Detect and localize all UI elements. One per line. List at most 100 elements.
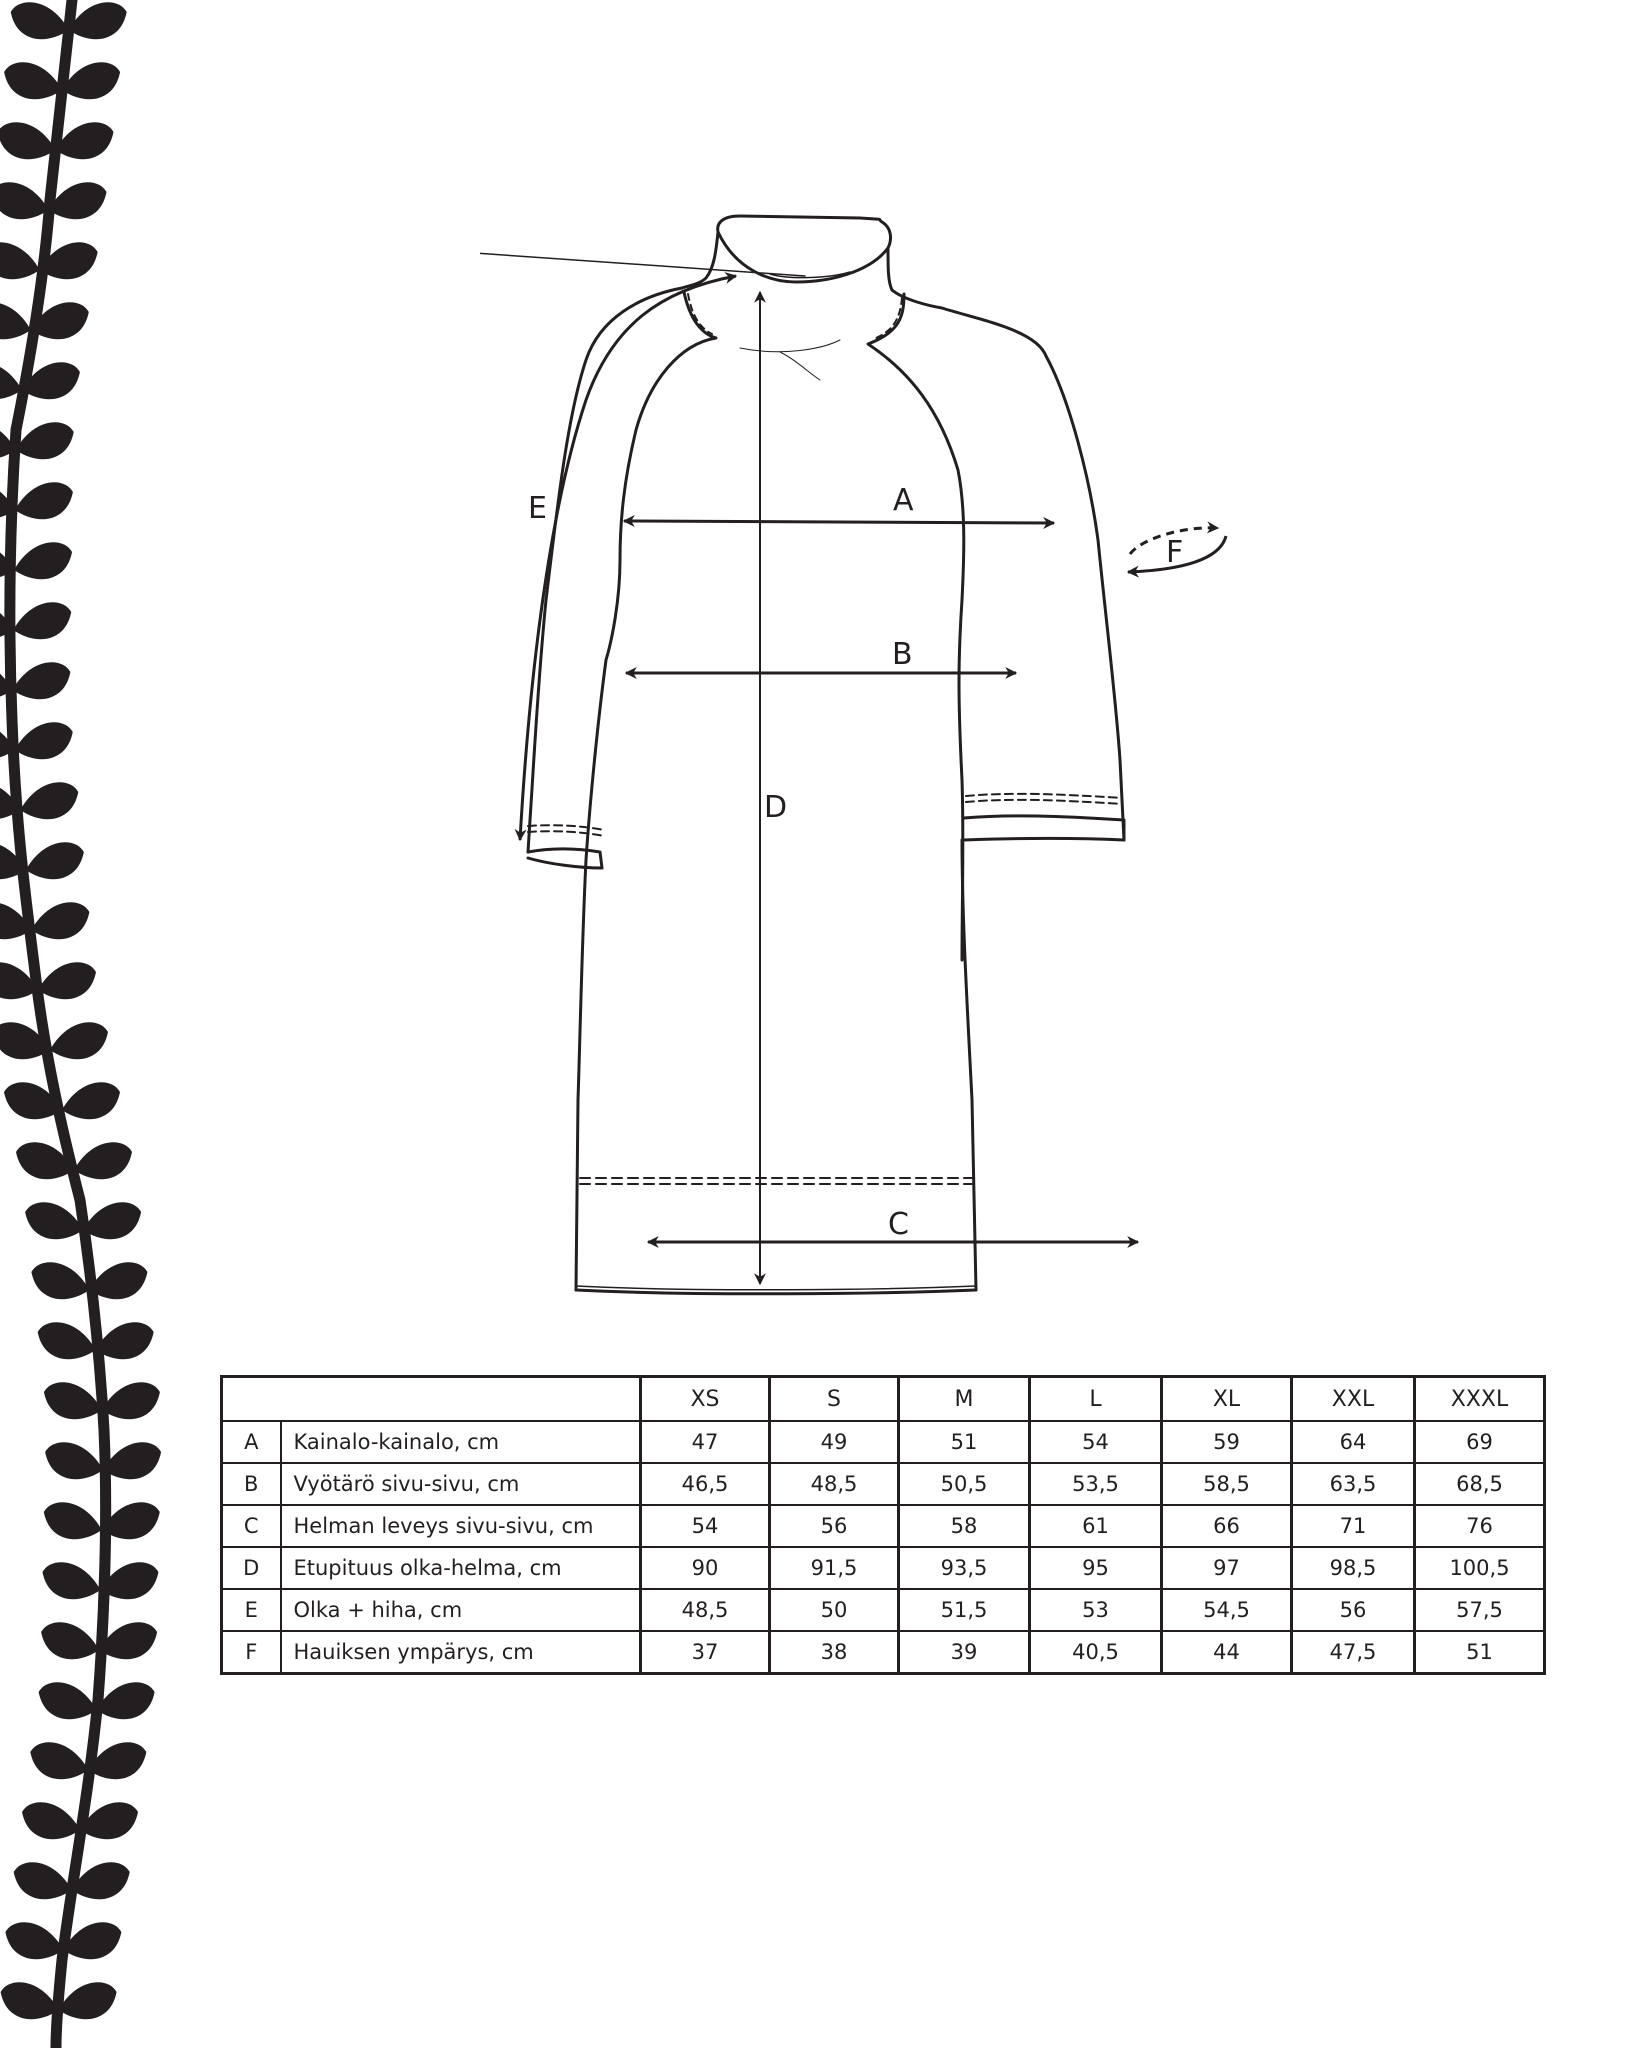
measurement-key: B	[220, 1462, 282, 1506]
vine-stem	[4, 0, 112, 2048]
leaf-icon	[31, 902, 90, 940]
leaf-icon	[43, 1502, 102, 1540]
leaf-icon	[55, 122, 114, 160]
measurement-key: F	[220, 1630, 282, 1675]
measurement-value: 71	[1290, 1504, 1416, 1548]
leaf-icon	[39, 242, 98, 280]
leaf-icon	[31, 1262, 90, 1300]
measurement-key: A	[220, 1420, 282, 1464]
leaf-icon	[4, 62, 63, 100]
left-sleeve-outer	[526, 286, 684, 854]
size-header-l: L	[1028, 1375, 1163, 1422]
measurement-value: 66	[1160, 1504, 1293, 1548]
size-header-xl: XL	[1160, 1375, 1293, 1422]
measurement-value: 44	[1160, 1630, 1293, 1675]
leaf-icon	[10, 2, 69, 40]
leaf-icon	[45, 1442, 104, 1480]
measurement-value: 54	[1028, 1420, 1163, 1464]
leaf-icon	[71, 1862, 130, 1900]
measurement-value: 51,5	[897, 1588, 1031, 1632]
leaf-icon	[14, 722, 73, 760]
leaf-icon	[101, 1502, 160, 1540]
measurement-value: 100,5	[1413, 1546, 1546, 1590]
measurement-value: 97	[1160, 1546, 1293, 1590]
leaf-icon	[99, 1622, 158, 1660]
label-b: B	[892, 637, 913, 672]
measurement-value: 64	[1290, 1420, 1416, 1464]
measurement-value: 51	[897, 1420, 1031, 1464]
measurement-value: 48,5	[768, 1462, 900, 1506]
leaf-icon	[58, 1982, 117, 2020]
measurement-value: 63,5	[1290, 1462, 1416, 1506]
measurement-value: 49	[768, 1420, 900, 1464]
leaf-icon	[38, 962, 96, 1000]
leaf-icon	[0, 303, 31, 340]
measurement-value: 58	[897, 1504, 1031, 1548]
measurement-value: 68,5	[1413, 1462, 1546, 1506]
size-header-xxl: XXL	[1290, 1375, 1416, 1422]
label-e: E	[528, 491, 547, 526]
measurement-value: 98,5	[1290, 1546, 1416, 1590]
leaf-icon	[88, 1742, 147, 1780]
leaf-icon	[12, 662, 71, 700]
leaf-icon	[13, 1862, 72, 1900]
measurement-value: 47,5	[1290, 1630, 1416, 1675]
leaf-icon	[25, 1202, 84, 1240]
leaf-icon	[38, 1682, 97, 1720]
measurement-label: Olka + hiha, cm	[279, 1588, 642, 1632]
measurement-value: 91,5	[768, 1546, 900, 1590]
leaf-icon	[30, 1742, 89, 1780]
leaf-icon	[95, 1322, 154, 1360]
label-d: D	[764, 790, 787, 825]
measurement-value: 53	[1028, 1588, 1163, 1632]
measurement-value: 61	[1028, 1504, 1163, 1548]
leaf-icon	[20, 782, 79, 820]
leaf-icon	[68, 2, 127, 40]
measurement-value: 39	[897, 1630, 1031, 1675]
left-body-side	[574, 658, 608, 1292]
leaf-icon	[4, 1082, 62, 1120]
garment-technical-drawing: A B C D E F	[480, 214, 1228, 1296]
leaf-icon	[13, 602, 72, 640]
measurement-value: 37	[639, 1630, 771, 1675]
measurement-value: 56	[1290, 1588, 1416, 1632]
leaf-icon	[80, 1802, 138, 1840]
label-a: A	[893, 483, 914, 518]
measurement-key: E	[220, 1588, 282, 1632]
leaf-icon	[14, 482, 73, 520]
leaf-icon	[42, 1562, 101, 1600]
leaf-icon	[14, 542, 73, 580]
leaf-icon	[74, 1142, 132, 1180]
leaf-icon	[25, 842, 84, 880]
size-header-xxxl: XXXL	[1413, 1375, 1546, 1422]
measurement-value: 57,5	[1413, 1588, 1546, 1632]
leaf-icon	[0, 122, 56, 160]
measurement-value: 90	[639, 1546, 771, 1590]
leaf-icon	[50, 1022, 108, 1060]
measurement-value: 46,5	[639, 1462, 771, 1506]
leaf-icon	[89, 1262, 148, 1300]
leaf-icon	[0, 367, 22, 399]
measurement-value: 38	[768, 1630, 900, 1675]
measurement-key: D	[220, 1546, 282, 1590]
measure-f-arrow	[1126, 535, 1228, 578]
measurement-label: Hauiksen ympärys, cm	[279, 1630, 642, 1675]
leaf-icon	[0, 903, 32, 940]
measure-e-arrow	[514, 272, 738, 842]
header-blank	[220, 1375, 642, 1422]
label-c: C	[888, 1207, 909, 1242]
leaf-icon	[43, 1382, 102, 1420]
leaf-icon	[100, 1562, 159, 1600]
leaf-icon	[30, 302, 89, 340]
measurement-label: Etupituus olka-helma, cm	[279, 1546, 642, 1590]
leaf-icon	[62, 1082, 120, 1120]
leaf-icon	[0, 242, 40, 280]
leaf-icon	[0, 182, 49, 220]
